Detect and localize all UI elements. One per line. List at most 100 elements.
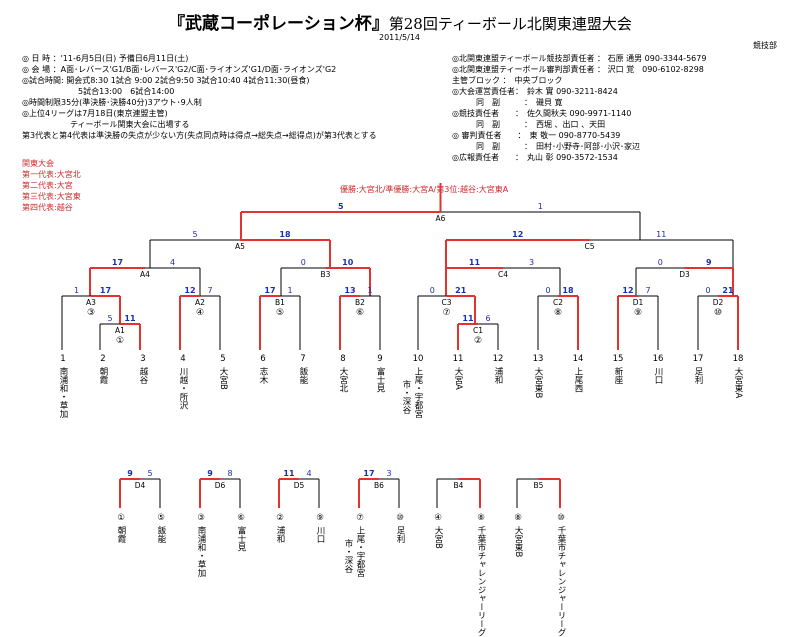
info-line: ◎競技責任者 ： 佐久間秋夫 090-9971-1140: [452, 109, 632, 118]
team-number: ④: [434, 513, 442, 523]
team-name: 市・深谷: [343, 539, 353, 573]
results-line: 第四代表:越谷: [22, 203, 73, 212]
team-number: 13: [532, 354, 544, 364]
team-name: 上尾・宇都宮: [355, 526, 365, 577]
match-label: B3: [321, 270, 331, 279]
score-left: 17: [112, 258, 123, 267]
team-slot: 4 川越・所沢: [177, 354, 189, 410]
match-label: D4: [135, 481, 146, 490]
team-number: [400, 367, 412, 380]
score-right: 21: [455, 286, 467, 295]
info-left: ◎ 日 時 ：'11-6月5日(日) 予備日6月11日(土) ◎ 会 場 ：A面…: [22, 53, 377, 141]
results-line: 第一代表:大宮北: [22, 170, 81, 179]
team-number: 5: [220, 354, 226, 364]
info-line: 同 副 ： 磯貝 寛: [452, 98, 563, 107]
team-number: ⑤: [157, 513, 165, 523]
match-label: A6: [436, 214, 446, 223]
match-label: C2: [553, 298, 563, 307]
team-name: 川越・所沢: [178, 367, 188, 410]
team-name: 足利: [395, 526, 405, 543]
match-label: A3: [86, 298, 96, 307]
score-right: 1: [367, 286, 372, 295]
info-line: ◎ 審判責任者 ： 東 敬一 090-8770-5439: [452, 131, 621, 140]
info-line: ◎大会運営責任者： 鈴木 實 090-3211-8424: [452, 87, 618, 96]
info-line: 同 副 ： 田村･小野寺･阿部･小沢･家辺: [452, 142, 640, 151]
team-number: 10: [412, 354, 424, 364]
score-right: 6: [485, 314, 490, 323]
score-right: 11: [124, 314, 136, 323]
match-label: D5: [294, 481, 305, 490]
match-number: ⑩: [714, 308, 722, 318]
match-label: B1: [275, 298, 285, 307]
team-number: ③: [197, 513, 205, 523]
match-number: ①: [116, 336, 124, 346]
team-number: 7: [300, 354, 306, 364]
info-line: 第3代表と第4代表は準決勝の失点が少ない方(失点同点時は得点→総失点→総得点)が…: [22, 131, 377, 140]
team-slot: ⑥ 富士見: [235, 513, 247, 552]
score-right: 1: [287, 286, 292, 295]
match-label: C3: [441, 298, 451, 307]
match-label: C5: [584, 242, 594, 251]
score-left: 9: [127, 469, 133, 478]
team-number: ②: [276, 513, 284, 523]
score-right: 4: [306, 469, 311, 478]
match-label: A1: [115, 326, 125, 335]
team-name: 大宮東B: [513, 526, 523, 558]
team-name: 新座: [613, 367, 623, 384]
title-main: 『武蔵コーポレーション杯』: [168, 14, 389, 34]
score-right: 1: [538, 202, 543, 211]
team-name: 足利: [693, 367, 703, 384]
team-slot: 市・深谷: [400, 367, 412, 414]
team-number: ⑦: [356, 513, 364, 523]
results-line: 第二代表:大宮: [22, 181, 73, 190]
department-label: 競技部: [753, 41, 777, 50]
team-name: 朝霞: [98, 367, 108, 384]
score-left: 0: [705, 286, 710, 295]
team-number: 17: [692, 354, 704, 364]
team-name: 富士見: [236, 526, 246, 552]
team-slot: ① 朝霞: [115, 513, 127, 543]
team-number: 18: [732, 354, 744, 364]
team-name: 大宮A: [453, 367, 463, 390]
info-line: ◎時間制限35分(準決勝･決勝40分)3アウト･9人制: [22, 98, 202, 107]
info-line: 主管ブロック ： 中央ブロック: [452, 76, 563, 85]
score-right: 7: [207, 286, 212, 295]
match-number: ⑧: [554, 308, 562, 318]
team-name: 浦和: [493, 367, 503, 384]
score-left: 17: [264, 286, 275, 295]
score-right: 7: [645, 286, 650, 295]
score-right: 3: [386, 469, 391, 478]
team-number: ⑥: [237, 513, 245, 523]
info-line: ◎ 日 時 ：'11-6月5日(日) 予備日6月11日(土): [22, 54, 189, 63]
team-name: 千葉市チャレンジャーリーグ: [476, 526, 486, 637]
match-label: B5: [534, 481, 544, 490]
info-line: ◎試合時間: 開会式8:30 1試合 9:00 2試合9:50 3試合10:40…: [22, 76, 310, 85]
team-name: 越谷: [138, 367, 148, 384]
team-number: ①: [117, 513, 125, 523]
results-heading: 関東大会: [22, 159, 54, 168]
team-slot: 12 浦和: [492, 354, 504, 384]
score-left: 12: [512, 230, 523, 239]
score-left: 9: [207, 469, 213, 478]
page-title: 『武蔵コーポレーション杯』第28回ティーボール北関東連盟大会: [0, 9, 800, 34]
team-name: 大宮北: [338, 367, 348, 393]
match-label: D2: [713, 298, 724, 307]
team-number: 12: [492, 354, 504, 364]
team-name: 飯能: [156, 526, 166, 543]
match-label: C1: [473, 326, 483, 335]
team-name: 朝霞: [116, 526, 126, 543]
team-number: 4: [180, 354, 186, 364]
team-number: 3: [140, 354, 146, 364]
match-label: A4: [140, 270, 150, 279]
